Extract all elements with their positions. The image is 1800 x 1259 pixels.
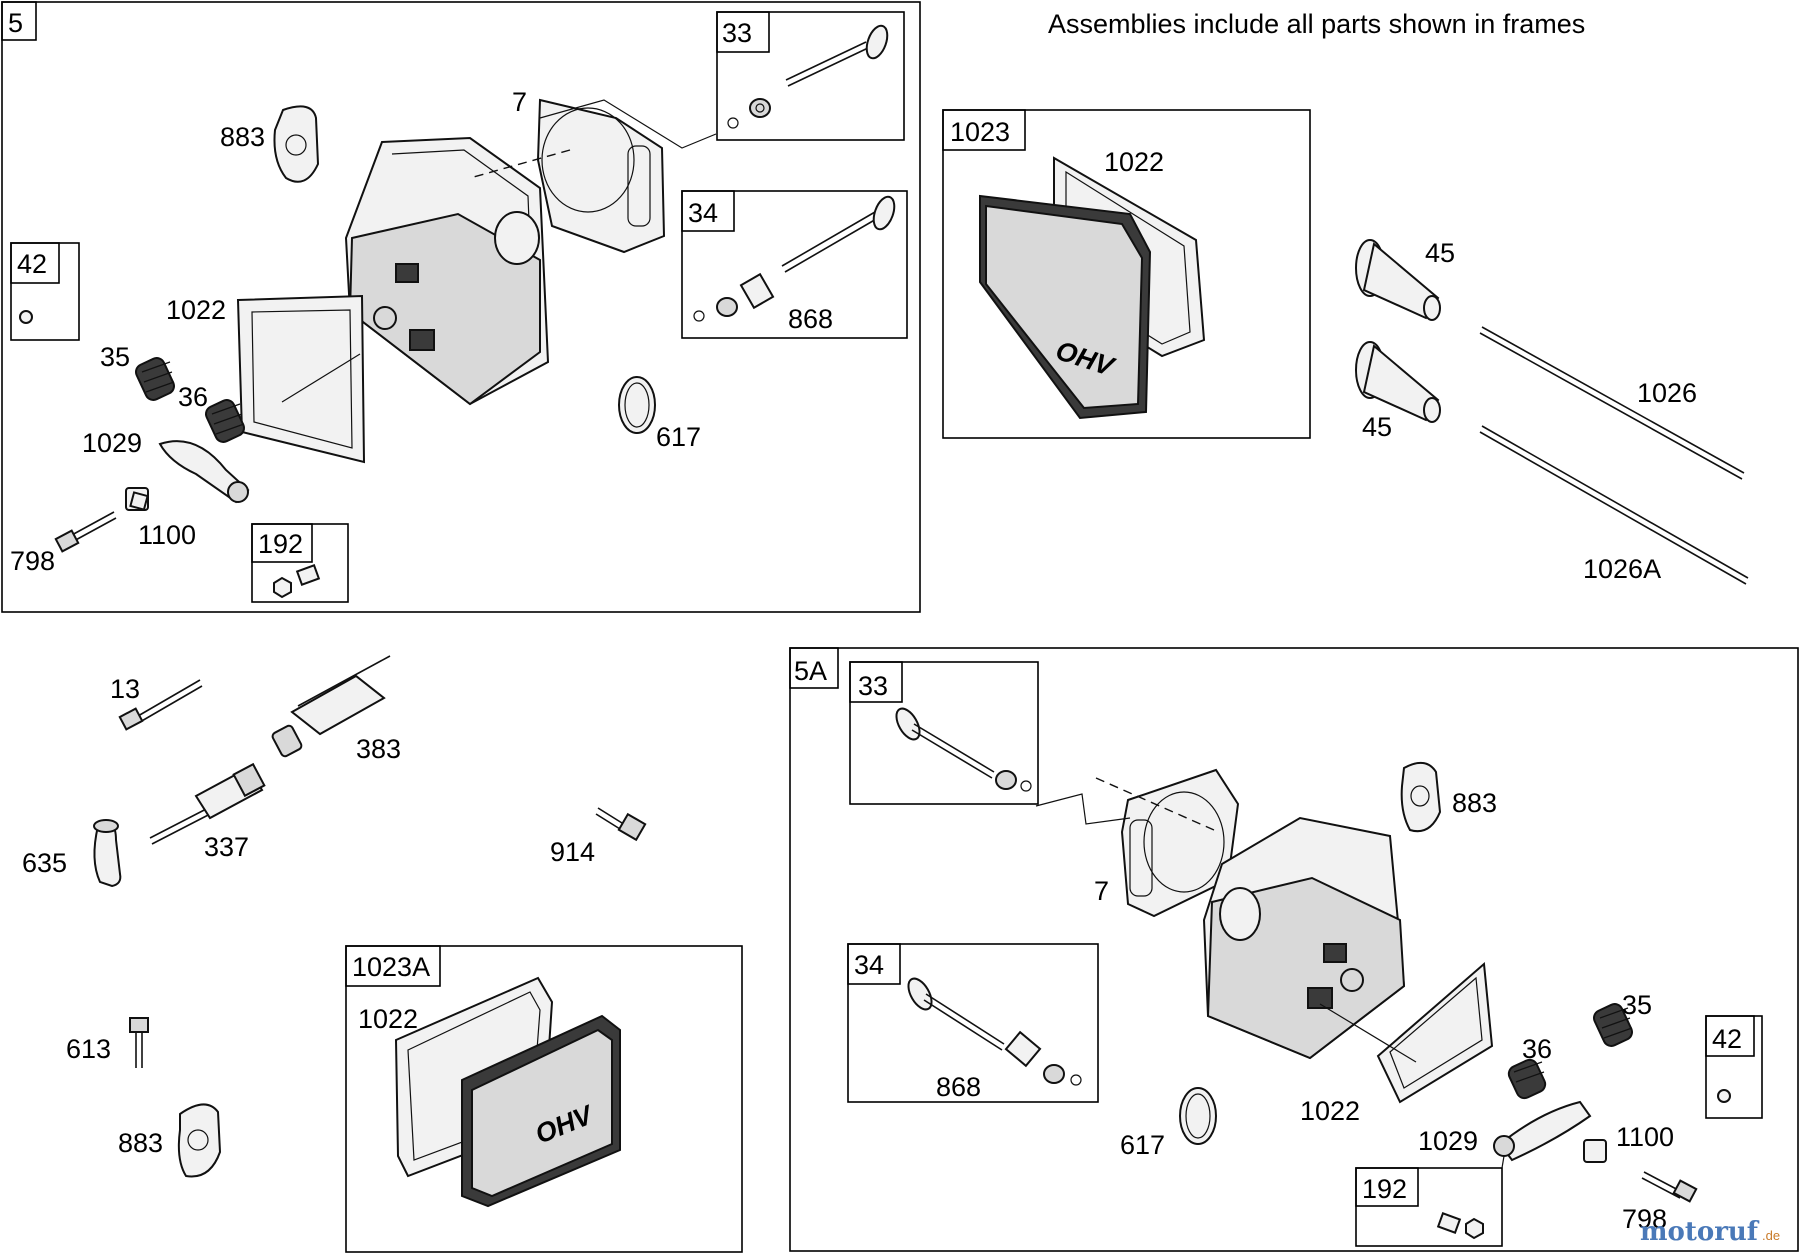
push-tube-45-upper [1355, 239, 1441, 321]
frame-192-bottom: 192 [1355, 1167, 1503, 1247]
retainer-42-part [19, 310, 33, 324]
cylinder-head-bottom [1202, 816, 1406, 1060]
label-36-top: 36 [178, 382, 208, 412]
frame-192-left-label: 192 [258, 529, 303, 559]
label-1022-top: 1022 [166, 295, 226, 325]
frame-5a: 5A [789, 647, 1799, 1252]
watermark-brand: motoruf [1640, 1217, 1760, 1247]
label-45-upper: 45 [1425, 238, 1455, 268]
label-35-bottom: 35 [1622, 990, 1652, 1020]
valve-34-top-part [693, 195, 896, 322]
gasket-883-right [1400, 761, 1442, 833]
frame-5a-label: 5A [794, 656, 827, 686]
label-914: 914 [550, 837, 595, 867]
bolt-798-top [54, 511, 117, 553]
label-1022-frame1023a: 1022 [358, 1004, 418, 1034]
spring-35-bottom [1593, 1003, 1633, 1047]
label-883-bottom-left: 883 [118, 1128, 163, 1158]
cover-gasket-1022-bottom [1376, 961, 1494, 1104]
pushrod-1026a [1479, 425, 1749, 585]
label-45-lower: 45 [1362, 412, 1392, 442]
label-1026a: 1026A [1583, 554, 1661, 584]
frame-1023-label: 1023 [950, 117, 1010, 147]
rocker-1029-top [158, 440, 250, 504]
push-tube-45-lower [1355, 341, 1441, 423]
frame-34-top: 34 [681, 190, 908, 339]
frame-42-right: 42 [1705, 1015, 1763, 1119]
spring-36-top [205, 399, 245, 443]
label-1026: 1026 [1637, 378, 1697, 408]
spring-35-top [135, 357, 175, 401]
bolt-613 [129, 1017, 149, 1068]
label-883-top: 883 [220, 122, 265, 152]
frame-34-bottom: 34 [847, 943, 1099, 1103]
label-7-top: 7 [512, 87, 527, 117]
frame-42-left: 42 [10, 242, 80, 341]
frame-192-bottom-label: 192 [1362, 1174, 1407, 1204]
label-1022-frame1023: 1022 [1104, 147, 1164, 177]
frame-33-bottom: 33 [849, 661, 1039, 805]
frame-192-left: 192 [251, 523, 349, 603]
spark-plug-337 [149, 762, 266, 845]
guide-1100-bottom [1583, 1139, 1607, 1163]
label-635: 635 [22, 848, 67, 878]
rocker-1029-bottom [1493, 1100, 1592, 1162]
label-613: 613 [66, 1034, 111, 1064]
spark-plug-ground-383 [271, 655, 391, 758]
label-1029-top: 1029 [82, 428, 142, 458]
label-868-bottom: 868 [936, 1072, 981, 1102]
frame-5-label: 5 [8, 8, 23, 38]
label-617-bottom: 617 [1120, 1130, 1165, 1160]
label-13: 13 [110, 674, 140, 704]
cylinder-head-top [344, 136, 550, 406]
bolt-798-bottom [1641, 1171, 1698, 1203]
spring-36-bottom [1507, 1058, 1547, 1100]
frame-33-bottom-label: 33 [858, 671, 888, 701]
pushrod-1026 [1479, 326, 1745, 480]
watermark: motoruf .de [1640, 1217, 1780, 1247]
head-gasket-7-bottom [1120, 768, 1240, 918]
screw-914 [595, 807, 647, 842]
label-1022-bottom: 1022 [1300, 1096, 1360, 1126]
frame-42-right-label: 42 [1712, 1024, 1742, 1054]
gasket-883-bottom-left [177, 1103, 222, 1178]
label-7-bottom: 7 [1094, 876, 1109, 906]
bolt-13 [118, 679, 203, 731]
label-798-top: 798 [10, 546, 55, 576]
frame-5: 5 [1, 1, 921, 613]
label-1029-bottom: 1029 [1418, 1126, 1478, 1156]
frame-33-top-label: 33 [722, 18, 752, 48]
label-337: 337 [204, 832, 249, 862]
guide-1100-top [125, 487, 149, 511]
frame-34-bottom-label: 34 [854, 950, 884, 980]
label-1100-bottom: 1100 [1616, 1122, 1674, 1152]
gasket-883-top [273, 105, 320, 183]
label-883-right: 883 [1452, 788, 1497, 818]
valve-33-top-part [727, 24, 889, 129]
frame-42-left-label: 42 [17, 249, 47, 279]
label-383: 383 [356, 734, 401, 764]
watermark-tld: .de [1762, 1228, 1780, 1243]
label-1100-top: 1100 [138, 520, 196, 550]
nut-192-part [273, 576, 292, 599]
label-35-top: 35 [100, 342, 130, 372]
cover-gasket-1022-top [236, 294, 366, 464]
frame-34-top-label: 34 [688, 198, 718, 228]
frame-1023a: 1023A OHV [345, 945, 743, 1253]
label-36-bottom: 36 [1522, 1034, 1552, 1064]
frame-1023: 1023 OHV [942, 109, 1311, 439]
label-617-top: 617 [656, 422, 701, 452]
frame-33-top: 33 [716, 11, 905, 141]
frame-1023a-label: 1023A [352, 952, 430, 982]
label-868-top: 868 [788, 304, 833, 334]
head-gasket-7-top [536, 98, 666, 254]
label-798-bottom: 798 [1622, 1204, 1667, 1234]
spark-plug-boot-635 [93, 819, 122, 888]
assemblies-note: Assemblies include all parts shown in fr… [1048, 9, 1585, 39]
